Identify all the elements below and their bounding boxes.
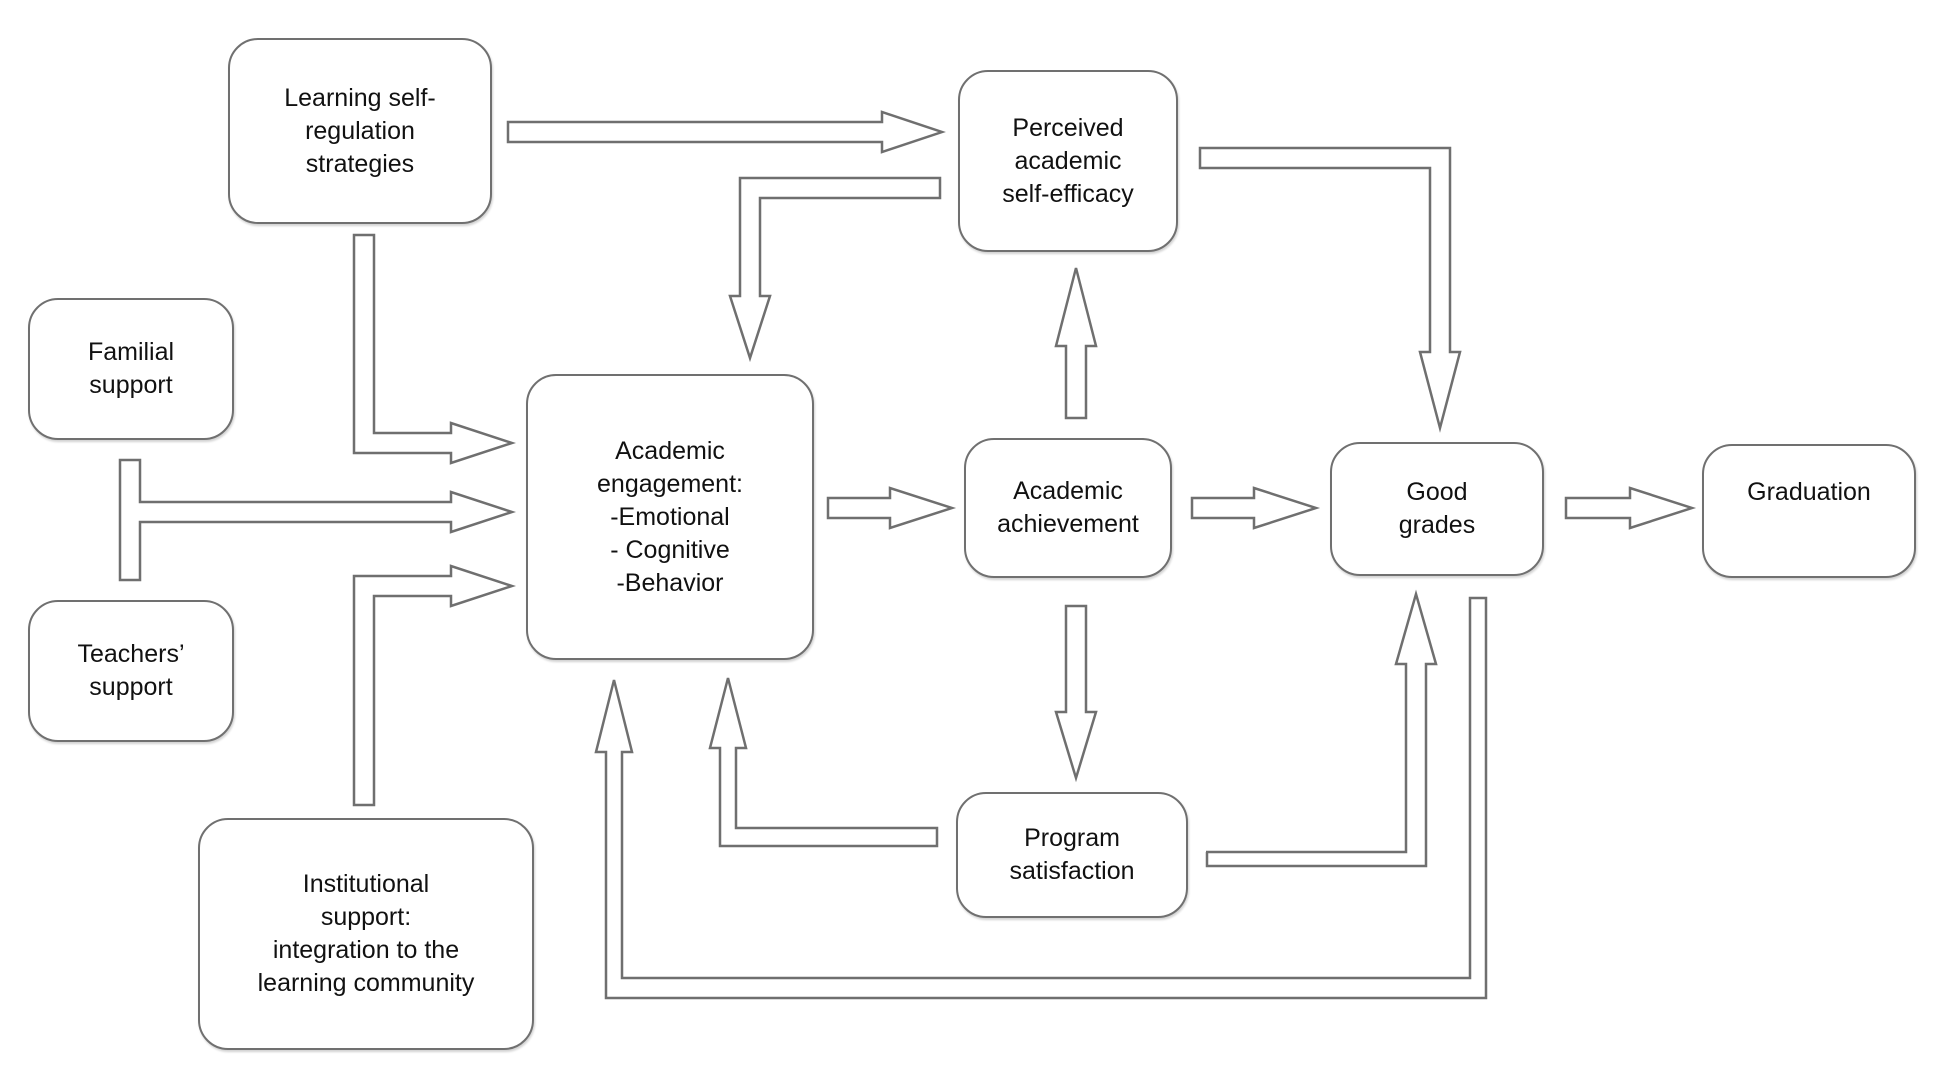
node-label: Good grades — [1398, 478, 1476, 539]
arrow-selfefficacy-to-engagement — [728, 176, 942, 363]
node-perceived-self-efficacy: Perceived academic self-efficacy — [958, 70, 1178, 252]
arrow-satisfaction-to-goodgrades — [1205, 589, 1438, 868]
node-label: Institutional support: integration to th… — [257, 870, 475, 997]
arrow-achievement-to-goodgrades — [1190, 486, 1321, 530]
node-academic-engagement: Academic engagement: -Emotional - Cognit… — [526, 374, 814, 660]
arrow-goodgrades-to-graduation — [1564, 486, 1697, 530]
node-label: Perceived academic self-efficacy — [1002, 113, 1134, 208]
node-label: Teachers’ support — [77, 640, 185, 701]
node-label: Learning self- regulation strategies — [284, 83, 436, 178]
arrow-engagement-to-achievement — [826, 486, 957, 530]
arrow-selfreg-to-engagement — [352, 233, 517, 465]
node-program-satisfaction: Program satisfaction — [956, 792, 1188, 918]
node-label: Academic achievement — [997, 477, 1139, 538]
arrow-achievement-to-selfefficacy — [1054, 267, 1098, 420]
arrow-selfreg-to-selfefficacy — [506, 110, 946, 154]
node-learning-self-regulation: Learning self- regulation strategies — [228, 38, 492, 224]
arrow-goodgrades-to-engagement — [594, 596, 1488, 1000]
arrow-support-to-engagement — [118, 458, 517, 582]
node-familial-support: Familial support — [28, 298, 234, 440]
node-good-grades: Good grades — [1330, 442, 1544, 576]
arrow-achievement-to-satisfaction — [1054, 604, 1098, 783]
node-teachers-support: Teachers’ support — [28, 600, 234, 742]
arrow-satisfaction-to-engagement — [708, 677, 939, 848]
node-graduation: Graduation — [1702, 444, 1916, 578]
node-label: Academic engagement: -Emotional - Cognit… — [597, 436, 743, 597]
arrow-institutional-to-engagement — [352, 564, 517, 807]
node-label: Graduation — [1747, 478, 1871, 506]
node-label: Familial support — [87, 338, 175, 399]
node-academic-achievement: Academic achievement — [964, 438, 1172, 578]
node-label: Program satisfaction — [1009, 824, 1135, 885]
arrow-selfefficacy-to-goodgrades — [1198, 146, 1462, 433]
node-institutional-support: Institutional support: integration to th… — [198, 818, 534, 1050]
